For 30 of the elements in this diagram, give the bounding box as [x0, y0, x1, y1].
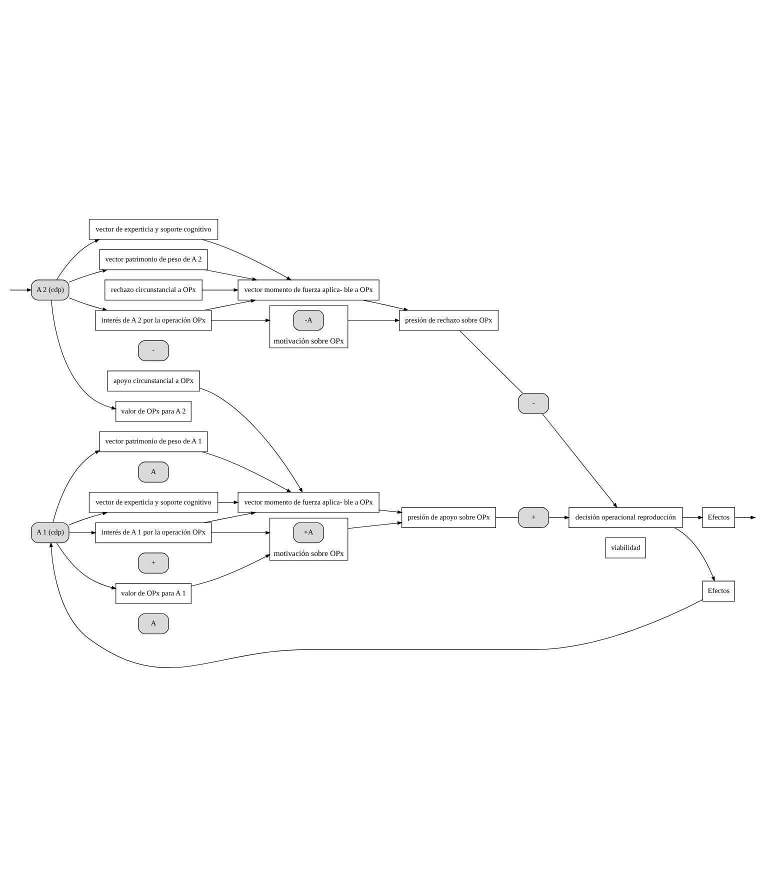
arrow — [218, 500, 239, 504]
arrow — [204, 511, 256, 522]
arrow — [68, 530, 96, 534]
arrow — [378, 509, 403, 514]
arrow — [202, 451, 292, 492]
arrow — [205, 269, 258, 280]
arrow — [68, 511, 108, 525]
arrow — [49, 542, 703, 668]
arrow — [362, 299, 409, 310]
arrow — [674, 526, 715, 582]
arrow — [211, 530, 271, 534]
arrow — [348, 520, 403, 528]
arrow — [56, 542, 117, 589]
arrow — [202, 288, 239, 292]
arrow — [52, 450, 100, 522]
arrow — [548, 515, 570, 519]
arrow — [542, 412, 618, 508]
arrow — [199, 387, 303, 492]
arrow — [211, 318, 271, 322]
connector — [496, 516, 518, 518]
arrow — [56, 238, 100, 280]
arrow — [68, 297, 108, 310]
arrow — [190, 554, 271, 586]
arrow — [10, 288, 32, 292]
arrow — [204, 298, 256, 310]
connector — [459, 330, 523, 394]
arrow — [682, 515, 704, 519]
arrow — [348, 318, 400, 322]
arrow — [68, 268, 108, 282]
arrow — [51, 299, 117, 410]
